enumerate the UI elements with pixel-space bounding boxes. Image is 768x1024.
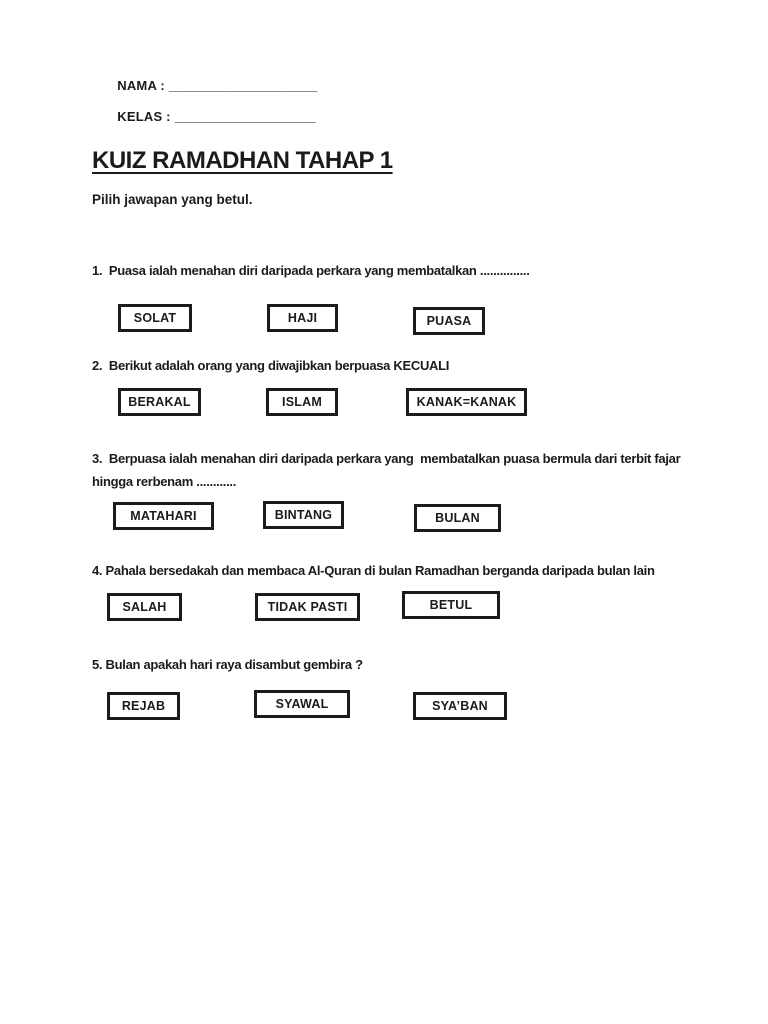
answer-box-haji[interactable]: HAJI xyxy=(267,304,338,332)
name-blank: ____________________ xyxy=(168,78,318,93)
answer-box-solat[interactable]: SOLAT xyxy=(118,304,192,332)
answer-box-salah[interactable]: SALAH xyxy=(107,593,182,621)
answer-box-bintang[interactable]: BINTANG xyxy=(263,501,344,529)
name-field-line: NAMA :____________________ xyxy=(102,63,318,108)
class-blank: ___________________ xyxy=(174,109,316,124)
answer-box-bulan[interactable]: BULAN xyxy=(414,504,501,532)
answer-box-syaban[interactable]: SYA’BAN xyxy=(413,692,507,720)
class-label: KELAS : xyxy=(117,109,171,124)
question-4-text: 4. Pahala bersedakah dan membaca Al-Qura… xyxy=(92,563,655,578)
question-5-text: 5. Bulan apakah hari raya disambut gembi… xyxy=(92,657,363,672)
class-field-line: KELAS :___________________ xyxy=(102,94,316,139)
answer-box-berakal[interactable]: BERAKAL xyxy=(118,388,201,416)
answer-box-syawal[interactable]: SYAWAL xyxy=(254,690,350,718)
question-5-options: REJAB SYAWAL SYA’BAN xyxy=(0,690,768,724)
answer-box-matahari[interactable]: MATAHARI xyxy=(113,502,214,530)
answer-box-puasa[interactable]: PUASA xyxy=(413,307,485,335)
answer-box-tidak-pasti[interactable]: TIDAK PASTI xyxy=(255,593,360,621)
question-2-text: 2. Berikut adalah orang yang diwajibkan … xyxy=(92,358,450,373)
page-title: KUIZ RAMADHAN TAHAP 1 xyxy=(92,147,393,174)
answer-box-betul[interactable]: BETUL xyxy=(402,591,500,619)
question-4-options: SALAH TIDAK PASTI BETUL xyxy=(0,591,768,627)
name-label: NAMA : xyxy=(117,78,165,93)
answer-box-kanak-kanak[interactable]: KANAK=KANAK xyxy=(406,388,527,416)
question-1-options: SOLAT HAJI PUASA xyxy=(0,304,768,338)
question-3-text: 3. Berpuasa ialah menahan diri daripada … xyxy=(92,451,681,489)
answer-box-islam[interactable]: ISLAM xyxy=(266,388,338,416)
answer-box-rejab[interactable]: REJAB xyxy=(107,692,180,720)
quiz-instruction: Pilih jawapan yang betul. xyxy=(92,192,253,207)
question-3-options: MATAHARI BINTANG BULAN xyxy=(0,501,768,535)
question-2-options: BERAKAL ISLAM KANAK=KANAK xyxy=(0,388,768,422)
question-1-text: 1. Puasa ialah menahan diri daripada per… xyxy=(92,263,530,278)
